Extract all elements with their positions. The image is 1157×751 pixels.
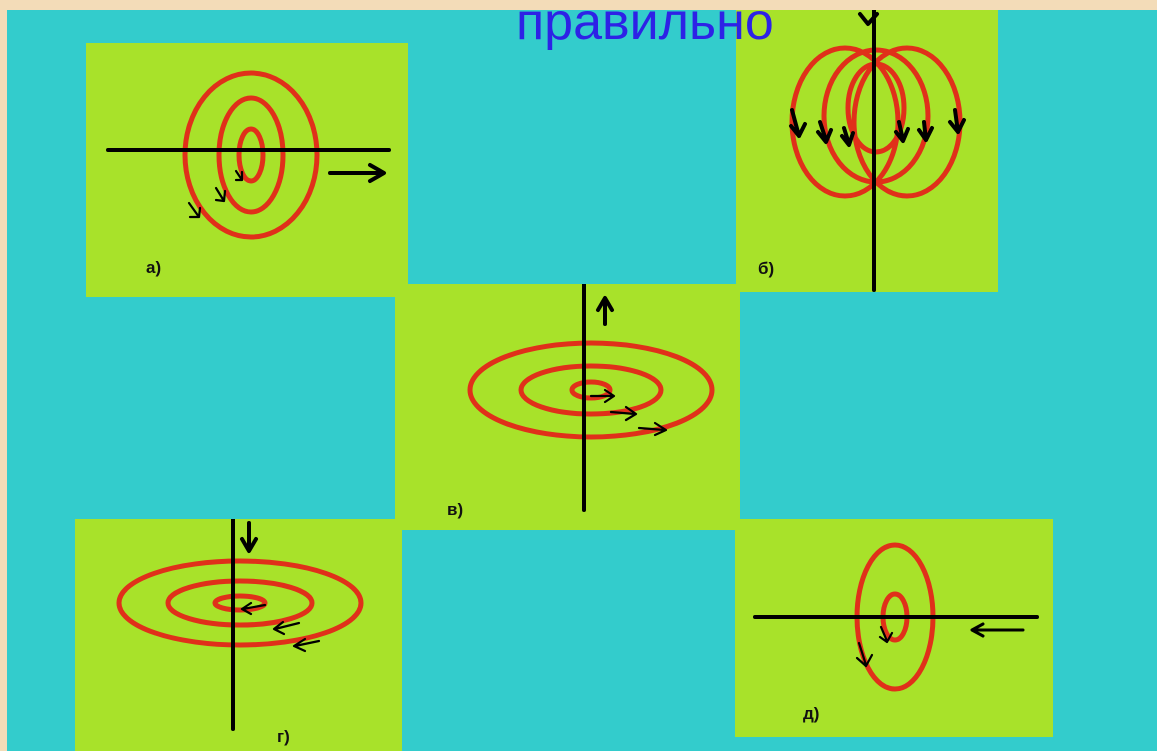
panel-v: в) xyxy=(395,284,740,530)
magnetic-field-lines xyxy=(116,558,364,648)
field-direction-arrow xyxy=(894,120,910,143)
field-direction-arrow xyxy=(589,388,616,404)
magnetic-field-lines xyxy=(182,70,320,240)
field-direction-arrow xyxy=(855,641,874,668)
field-direction-arrow xyxy=(272,620,301,636)
panel-b: б) xyxy=(736,10,998,292)
panel-label: в) xyxy=(447,500,464,519)
field-direction-arrow xyxy=(187,201,202,219)
diagram-canvas: а) б) xyxy=(7,0,1157,751)
field-direction-arrow xyxy=(214,186,227,203)
field-direction-arrow xyxy=(840,126,855,147)
current-direction-arrow xyxy=(328,163,386,183)
panel-d-drawing xyxy=(753,542,1039,692)
panel-a-drawing xyxy=(106,70,391,240)
panel-v-drawing xyxy=(467,284,715,512)
current-direction-arrow xyxy=(970,622,1025,638)
field-direction-arrow xyxy=(878,625,894,644)
panel-label: г) xyxy=(277,727,290,746)
panel-label: д) xyxy=(803,704,820,723)
panel-a: а) xyxy=(86,43,408,297)
field-direction-arrow xyxy=(292,637,321,653)
current-direction-arrow xyxy=(858,12,879,26)
panel-b-drawing xyxy=(789,10,966,292)
field-direction-arrow xyxy=(816,120,833,144)
current-direction-arrow xyxy=(240,521,258,553)
panel-d: д) xyxy=(735,519,1053,737)
field-direction-arrow xyxy=(948,108,966,134)
field-direction-arrow xyxy=(609,405,638,422)
panel-g-drawing xyxy=(116,519,364,731)
field-direction-arrow xyxy=(240,601,267,616)
magnetic-field-lines xyxy=(467,340,715,440)
panel-g: г) xyxy=(75,519,402,751)
field-direction-arrow xyxy=(917,120,934,142)
panel-label: а) xyxy=(146,258,162,277)
field-direction-arrow xyxy=(234,169,244,182)
field-direction-arrow xyxy=(789,108,807,138)
panel-label: б) xyxy=(758,259,775,278)
current-direction-arrow xyxy=(596,296,614,326)
field-direction-arrow xyxy=(637,421,668,437)
title: правильно xyxy=(516,0,774,51)
